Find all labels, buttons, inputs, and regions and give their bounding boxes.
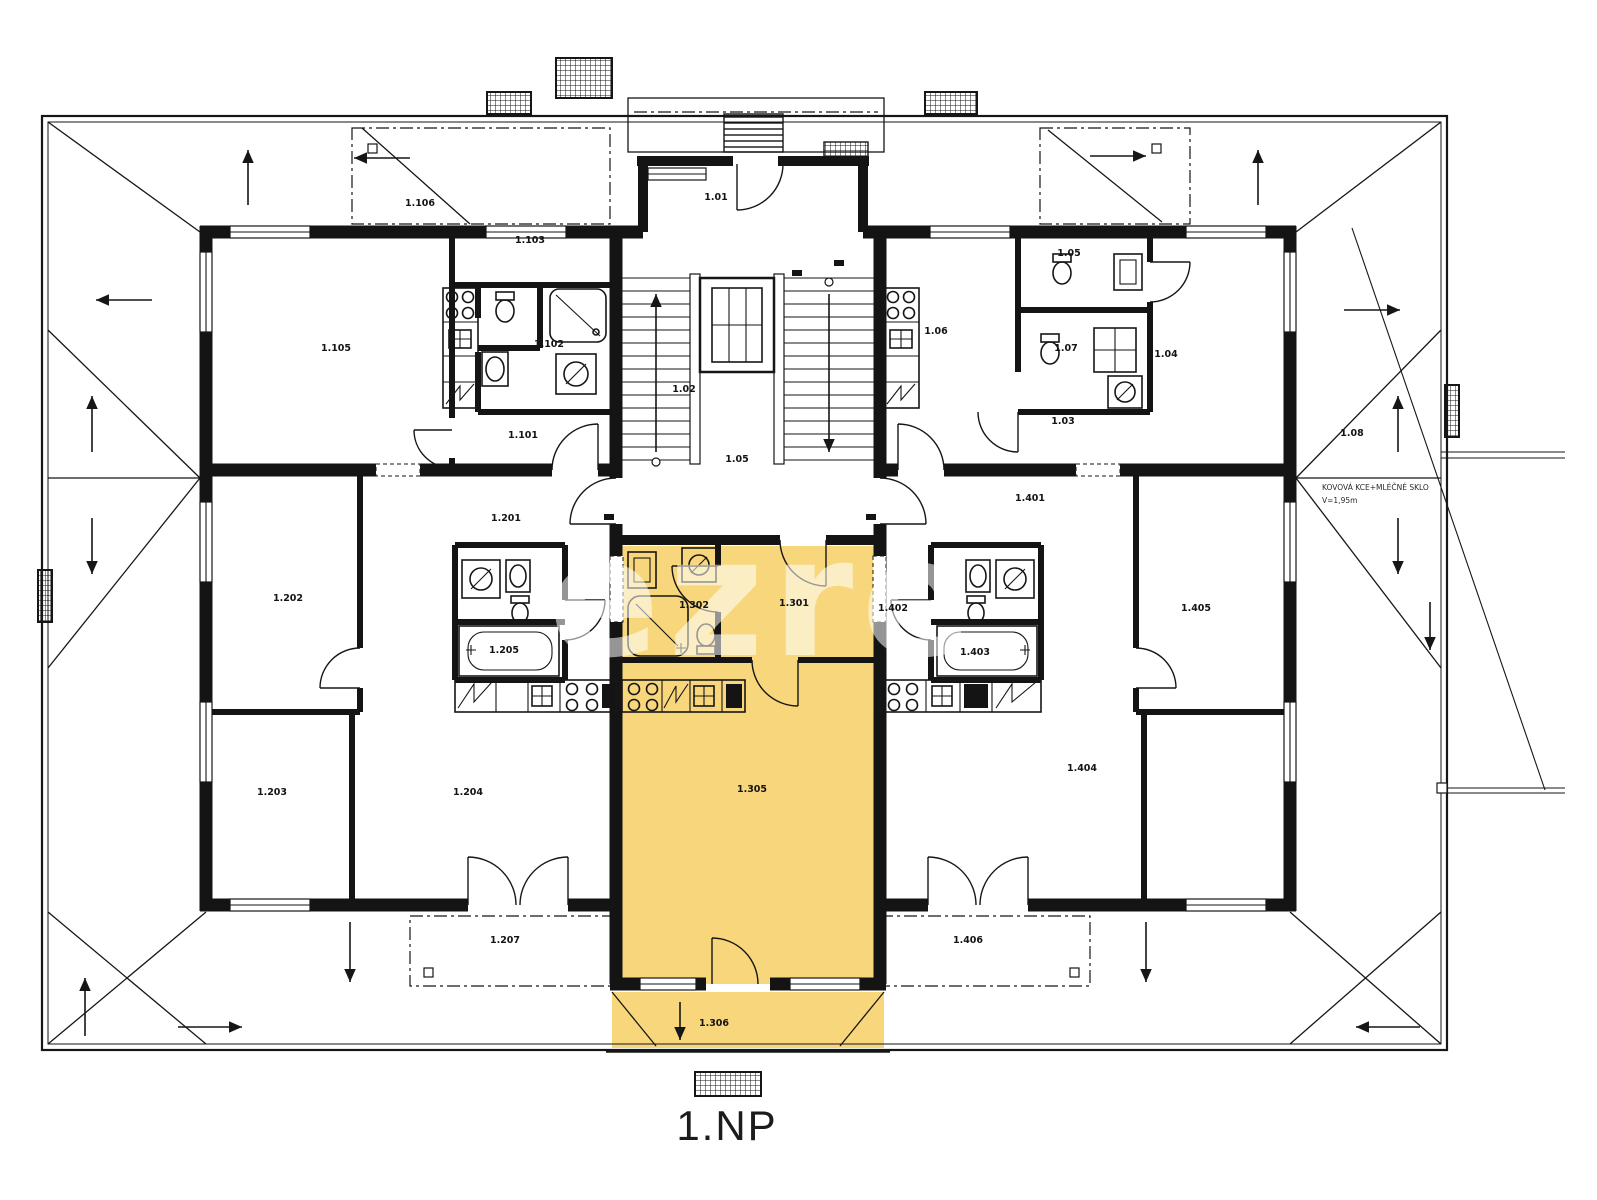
room-label-1-302: 1.302 xyxy=(679,600,709,611)
room-label-1-03: 1.03 xyxy=(1051,416,1074,427)
washer-left-top xyxy=(555,353,597,395)
room-label-1-205: 1.205 xyxy=(489,645,519,656)
highlighted-unit-area xyxy=(622,546,874,984)
highlighted-unit xyxy=(611,546,885,1048)
room-label-1-02: 1.02 xyxy=(672,384,695,395)
kitchen-studio xyxy=(621,679,746,713)
washer-right-top xyxy=(1107,375,1143,409)
elevator xyxy=(698,276,776,374)
doormat-entrance xyxy=(694,1071,762,1097)
basin-left-top xyxy=(481,351,509,387)
room-label-1-05b: 1.05 xyxy=(1057,248,1080,259)
basin-right-mid xyxy=(965,559,991,593)
room-label-1-101: 1.101 xyxy=(508,430,538,441)
entrance-porch-area xyxy=(612,992,884,1048)
room-label-1-204: 1.204 xyxy=(453,787,483,798)
room-label-1-404: 1.404 xyxy=(1067,763,1097,774)
room-label-1-403: 1.403 xyxy=(960,647,990,658)
room-label-1-04: 1.04 xyxy=(1154,349,1178,360)
washer-left-mid xyxy=(461,559,501,599)
room-label-1-406: 1.406 xyxy=(953,935,983,946)
vent-block xyxy=(486,91,532,115)
room-label-1-202: 1.202 xyxy=(273,593,303,604)
room-label-1-203: 1.203 xyxy=(257,787,287,798)
roof-slope-arrows xyxy=(79,150,1436,1040)
room-label-1-207: 1.207 xyxy=(490,935,520,946)
room-label-1-05: 1.05 xyxy=(725,454,748,465)
room-labels: 1.01 1.02 1.05 1.101 1.102 1.103 1.105 1.106 1.2… xyxy=(257,192,1364,1029)
room-label-1-401: 1.401 xyxy=(1015,493,1045,504)
room-label-1-405: 1.405 xyxy=(1181,603,1211,614)
toilet-right-top-1 xyxy=(1052,253,1072,285)
annotation-line-2: V=1,95m xyxy=(1322,496,1357,505)
staircase xyxy=(622,273,874,467)
shower-studio xyxy=(627,595,689,657)
room-label-1-01: 1.01 xyxy=(704,192,727,203)
annotation-line-1: KOVOVÁ KCE+MLÉČNÉ SKLO xyxy=(1322,483,1429,492)
room-label-1-08: 1.08 xyxy=(1340,428,1364,439)
room-label-1-301: 1.301 xyxy=(779,598,809,609)
washer-studio xyxy=(681,547,717,583)
kitchen-left-top xyxy=(442,287,479,409)
room-label-1-305: 1.305 xyxy=(737,784,767,795)
doormat-side xyxy=(823,141,869,159)
washer-right-mid xyxy=(995,559,1035,599)
toilet-studio xyxy=(696,623,716,655)
basin-studio xyxy=(627,551,657,589)
room-label-1-201: 1.201 xyxy=(491,513,521,524)
room-label-1-106: 1.106 xyxy=(405,198,435,209)
annotation-metal-structure: KOVOVÁ KCE+MLÉČNÉ SKLO V=1,95m xyxy=(1322,483,1429,505)
kitchens xyxy=(442,287,1042,713)
room-label-1-102: 1.102 xyxy=(534,339,564,350)
toilet-left-mid xyxy=(510,595,530,624)
kitchen-right-mid xyxy=(879,679,1042,713)
basin-left-mid xyxy=(505,559,531,593)
room-label-1-06: 1.06 xyxy=(924,326,948,337)
doors xyxy=(319,163,1191,985)
floor-title: 1.NP xyxy=(676,1102,777,1149)
room-label-1-07: 1.07 xyxy=(1054,343,1077,354)
sanitary-fixtures xyxy=(458,253,1143,677)
kitchen-left-mid xyxy=(454,679,617,713)
bathtub-right-mid xyxy=(936,625,1038,677)
toilet-left-top xyxy=(495,291,515,323)
toilet-right-mid xyxy=(966,595,986,624)
vent-block-right xyxy=(924,91,978,115)
room-label-1-103: 1.103 xyxy=(515,235,545,246)
room-label-1-402: 1.402 xyxy=(878,603,908,614)
entrance-grille xyxy=(723,113,784,153)
roof-outline xyxy=(37,57,1565,1097)
room-label-1-306: 1.306 xyxy=(699,1018,729,1029)
bathtub-left-mid xyxy=(458,625,560,677)
room-label-1-105: 1.105 xyxy=(321,343,351,354)
chimney-block xyxy=(555,57,613,99)
toilet-right-top-2 xyxy=(1040,333,1060,365)
watermark-text: ezre xyxy=(548,502,981,694)
kitchen-right-top xyxy=(883,287,920,409)
windows xyxy=(199,167,1297,991)
